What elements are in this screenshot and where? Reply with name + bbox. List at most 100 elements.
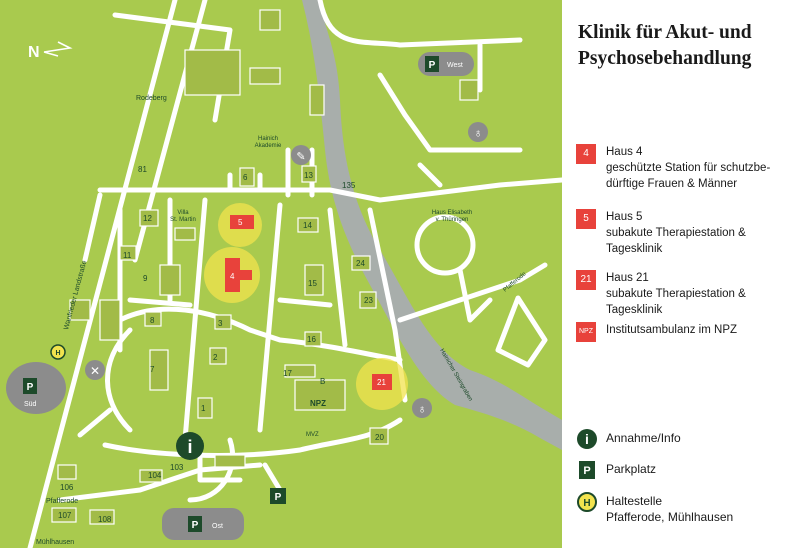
bus-stop-symbol: H	[55, 350, 60, 357]
parking-symbols: P P P P	[23, 56, 439, 532]
parking-symbol: P	[429, 60, 436, 71]
roads	[27, 0, 562, 548]
building-number: B	[320, 377, 325, 386]
parking-label-west: West	[447, 62, 463, 69]
building-number: 3	[218, 319, 223, 328]
info-symbol: i	[585, 431, 589, 447]
building-number: 13	[304, 171, 313, 180]
building-number: 135	[342, 181, 356, 190]
legend-text: Haus 21 subakute Therapiestation & Tages…	[606, 272, 746, 316]
street-label-muehlhausen: Mühlhausen	[36, 539, 74, 546]
building-number: 107	[58, 511, 72, 520]
info-icon	[176, 432, 204, 460]
svg-text:♁: ♁	[474, 126, 483, 140]
building-number: 5	[238, 218, 243, 227]
info-marker[interactable]: i	[176, 432, 204, 460]
building-number: 4	[230, 272, 235, 281]
chapel-icon	[412, 398, 432, 418]
building-number: 16	[307, 335, 316, 344]
building-number: 104	[148, 471, 162, 480]
building-number: 7	[150, 365, 155, 374]
restaurant-icon	[85, 360, 105, 380]
compass-arrow-icon	[43, 41, 73, 57]
building-number: 15	[308, 279, 317, 288]
building-number: 6	[243, 173, 248, 182]
triangle-path	[495, 295, 548, 368]
street-label-pfafferode: Pfafferode	[46, 498, 78, 505]
mvz-label: MVZ	[306, 432, 319, 438]
building-number: 103	[170, 463, 184, 472]
building-number: 81	[138, 165, 147, 174]
parking-symbol: P	[275, 492, 282, 503]
parking-icon	[425, 56, 439, 72]
chapel-icon	[468, 122, 488, 142]
svg-text:✎: ✎	[296, 151, 305, 163]
legend-badge: NPZ	[576, 322, 596, 342]
building-number: 1	[201, 404, 206, 413]
page-title: Klinik für Akut- und Psychosebehandlung	[578, 20, 752, 72]
parking-label-ost: Ost	[212, 523, 223, 530]
bus-stop-symbol: H	[583, 498, 590, 509]
roundabout	[414, 214, 476, 276]
building-number: 23	[364, 296, 373, 305]
parking-icon	[23, 378, 37, 394]
parking-symbol: P	[27, 382, 34, 393]
building-number: 106	[60, 483, 74, 492]
clinic-houses	[225, 215, 392, 390]
house-21-marker	[372, 374, 392, 390]
npz-label: NPZ	[310, 399, 326, 408]
legend-text: Haus 4 geschützte Station für schutzbe- …	[606, 146, 771, 190]
svg-text:♁: ♁	[418, 402, 427, 416]
legend-text: Haltestelle Pfafferode, Mühlhausen	[606, 494, 734, 524]
legend-panel: Klinik für Akut- und Psychosebehandlung …	[562, 0, 800, 548]
info-symbol: i	[187, 437, 192, 457]
house-5-marker	[230, 215, 254, 229]
stream-hainich	[302, 0, 562, 450]
street-label-rodeberg: Rodeberg	[136, 95, 167, 102]
legend-text: Parkplatz	[606, 462, 657, 476]
legend-text: Annahme/Info	[606, 431, 681, 445]
legend-text: Institutsambulanz im NPZ	[606, 324, 738, 336]
bus-stop-icon: H	[577, 492, 597, 512]
parking-icon: P	[579, 461, 595, 479]
bus-stop-icon	[50, 344, 66, 360]
building-number: 21	[377, 378, 386, 387]
building-number: 12	[143, 214, 152, 223]
title-line-2: Psychosebehandlung	[578, 48, 752, 69]
legend-badge: 21	[576, 270, 596, 290]
parking-symbol: P	[583, 465, 590, 477]
legend-text: Haus 5 subakute Therapiestation & Tagesk…	[606, 211, 746, 255]
building-number: 11	[123, 251, 132, 260]
building-number: 2	[213, 353, 218, 362]
building-number: 8	[150, 316, 155, 325]
building-number: 108	[98, 515, 112, 524]
building-numbers: 81 6 13 135 12 5 14 11 4 9 24 15 23 8 3 …	[58, 165, 386, 524]
compass-label: N	[28, 44, 40, 61]
building-footprints	[51, 9, 479, 525]
campus-map[interactable]: P P P P West Süd Ost i H ♁ ♁ ✎	[0, 0, 562, 548]
compass: N	[28, 41, 73, 61]
shop-cart-icon	[291, 145, 311, 165]
parking-symbol: P	[192, 520, 199, 531]
parking-label-sued: Süd	[24, 401, 37, 408]
legend-badge: 4	[576, 144, 596, 164]
building-number: 24	[356, 259, 365, 268]
building-number: 20	[375, 433, 384, 442]
building-number: 17	[283, 369, 292, 378]
legend-badge: 5	[576, 209, 596, 229]
bus-stop-marker[interactable]: H	[50, 344, 66, 360]
parking-icon	[270, 488, 286, 504]
building-number: 14	[303, 221, 312, 230]
parking-icon	[188, 516, 202, 532]
house-4-marker	[225, 258, 252, 292]
title-line-1: Klinik für Akut- und	[578, 22, 752, 43]
poi-icons: ♁ ♁ ✎ ✕	[85, 122, 488, 418]
svg-text:✕: ✕	[90, 364, 100, 378]
parking-lot-ost	[162, 508, 244, 540]
info-icon: i	[577, 429, 597, 449]
